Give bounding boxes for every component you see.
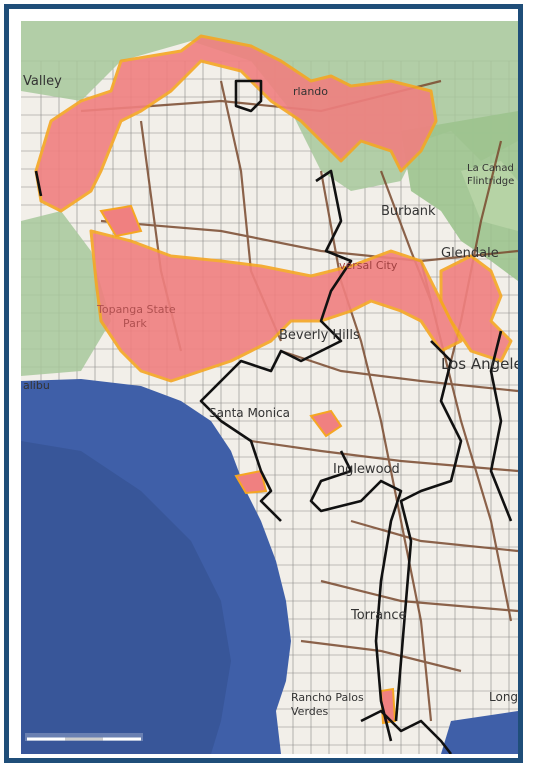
deep-water (21, 441, 231, 754)
scale-bar (25, 733, 143, 741)
label-long: Long (489, 690, 518, 704)
map-frame: Valley rlando La Canad Flintridge Burban… (4, 4, 523, 763)
peninsula-land (266, 661, 381, 754)
label-santa-monica: Santa Monica (209, 406, 290, 420)
label-malibu: alibu (23, 379, 50, 392)
harbor-water (441, 711, 518, 754)
boundary-layer (34, 79, 513, 754)
label-rancho-palos: Rancho Palos (291, 691, 364, 704)
map-canvas[interactable]: Valley rlando La Canad Flintridge Burban… (21, 21, 518, 754)
label-torrance: Torrance (350, 608, 407, 623)
label-los-angeles: Los Angeles (441, 355, 518, 373)
label-burbank: Burbank (381, 204, 436, 219)
map-view[interactable]: Valley rlando La Canad Flintridge Burban… (21, 21, 518, 754)
label-universal-city: versal City (339, 259, 398, 272)
label-verdes: Verdes (291, 705, 329, 718)
label-beverly-hills: Beverly Hills (279, 328, 360, 343)
label-topanga: Topanga State (96, 303, 176, 316)
highlight-zone (34, 34, 513, 725)
label-la-canada: La Canad (467, 163, 514, 174)
label-valley: Valley (23, 74, 62, 89)
label-layer: Valley rlando La Canad Flintridge Burban… (23, 74, 518, 718)
label-park: Park (123, 317, 147, 330)
label-orlando: rlando (293, 85, 328, 98)
label-glendale: Glendale (441, 246, 499, 261)
label-flintridge: Flintridge (467, 176, 514, 187)
label-inglewood: Inglewood (333, 462, 400, 477)
